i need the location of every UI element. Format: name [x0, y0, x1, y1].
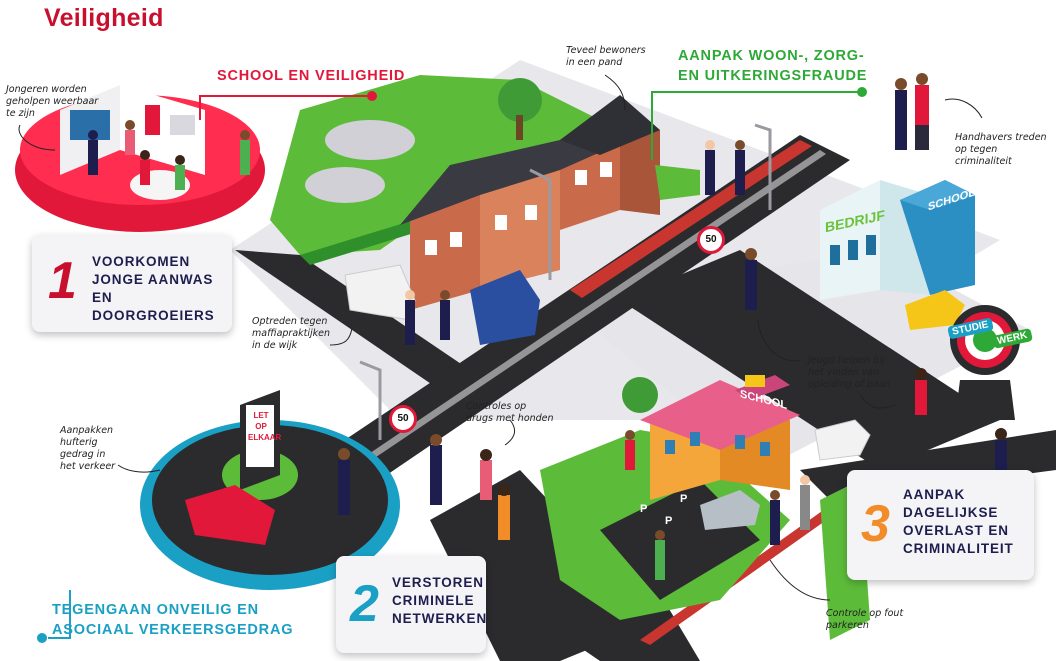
sign-text: LET — [253, 411, 269, 420]
card-3: 3 AANPAK DAGELIJKSE OVERLAST EN CRIMINAL… — [847, 470, 1034, 580]
card-3-line2: DAGELIJKSE — [903, 505, 999, 520]
parking-marking: P — [680, 493, 688, 505]
card-3-line1: AANPAK — [903, 487, 966, 502]
note-maffia-line: in de wijk — [252, 340, 298, 351]
note-jongeren-line: Jongeren worden — [6, 84, 87, 95]
note-bewoners: Teveel bewoners in een pand — [566, 45, 646, 69]
sign-text: OP — [255, 422, 267, 431]
note-jongeren-line: geholpen weerbaar — [6, 96, 99, 107]
note-parkeren: Controle op fout parkeren — [826, 608, 903, 632]
card-1-number: 1 — [48, 252, 77, 310]
note-hufterig: Aanpakken hufterig gedrag in het verkeer — [60, 425, 115, 473]
note-handhavers-line: Handhavers treden — [955, 132, 1047, 143]
let-op-elkaar-sign: LET OP ELKAAR — [248, 410, 282, 443]
parking-marking: P — [640, 503, 648, 515]
heading-verkeer-line1: TEGENGAAN ONVEILIG EN — [52, 602, 259, 618]
note-bewoners-line: in een pand — [566, 57, 623, 68]
note-hufterig-line: Aanpakken — [60, 425, 114, 436]
note-jeugd-line: opleiding of baan — [808, 379, 891, 390]
note-drugs-line: drugs met honden — [466, 413, 554, 424]
note-jeugd-line: het vinden van — [808, 367, 880, 378]
note-handhavers-line: op tegen criminaliteit — [955, 144, 1012, 167]
card-1: 1 VOORKOMEN JONGE AANWAS EN DOORGROEIERS — [32, 235, 232, 332]
card-2: 2 VERSTOREN CRIMINELE NETWERKEN — [336, 556, 486, 653]
note-hufterig-line: gedrag in — [60, 449, 106, 460]
note-maffia-line: Optreden tegen — [252, 316, 328, 327]
speed-limit-sign: 50 — [697, 226, 725, 254]
note-jongeren-line: te zijn — [6, 108, 35, 119]
note-jongeren: Jongeren worden geholpen weerbaar te zij… — [6, 84, 98, 120]
note-parkeren-line: Controle op fout — [826, 608, 904, 619]
parking-marking: P — [665, 515, 673, 527]
heading-verkeer-line2: ASOCIAAL VERKEERSGEDRAG — [52, 622, 294, 638]
card-1-line2: JONGE AANWAS — [92, 272, 214, 287]
note-hufterig-line: het verkeer — [60, 461, 116, 472]
card-3-line3: OVERLAST EN — [903, 523, 1009, 538]
heading-school-en-veiligheid: SCHOOL EN VEILIGHEID — [217, 68, 406, 84]
card-1-line3: EN DOORGROEIERS — [92, 290, 215, 323]
card-3-line4: CRIMINALITEIT — [903, 541, 1014, 556]
note-jeugd: Jeugd helpen bij het vinden van opleidin… — [808, 355, 891, 391]
card-2-number: 2 — [350, 575, 379, 633]
page-title: Veiligheid — [44, 4, 164, 32]
note-maffia: Optreden tegen maffiapraktijken in de wi… — [252, 316, 330, 352]
speed-limit-sign: 50 — [389, 405, 417, 433]
card-2-line1: VERSTOREN — [392, 575, 484, 590]
card-3-number: 3 — [861, 495, 890, 553]
note-drugs-line: Controles op — [466, 401, 527, 412]
note-jeugd-line: Jeugd helpen bij — [808, 355, 885, 366]
heading-fraude-line1: AANPAK WOON-, ZORG- — [678, 48, 865, 64]
note-handhavers: Handhavers treden op tegen criminaliteit — [955, 132, 1056, 168]
note-drugs: Controles op drugs met honden — [466, 401, 554, 425]
card-2-line2: CRIMINELE — [392, 593, 475, 608]
note-bewoners-line: Teveel bewoners — [566, 45, 646, 56]
sign-text: ELKAAR — [248, 433, 282, 442]
card-1-line1: VOORKOMEN — [92, 254, 191, 269]
note-maffia-line: maffiapraktijken — [252, 328, 331, 339]
heading-fraude-line2: EN UITKERINGSFRAUDE — [678, 68, 868, 84]
note-hufterig-line: hufterig — [60, 437, 98, 448]
card-2-line3: NETWERKEN — [392, 611, 488, 626]
note-parkeren-line: parkeren — [826, 620, 869, 631]
